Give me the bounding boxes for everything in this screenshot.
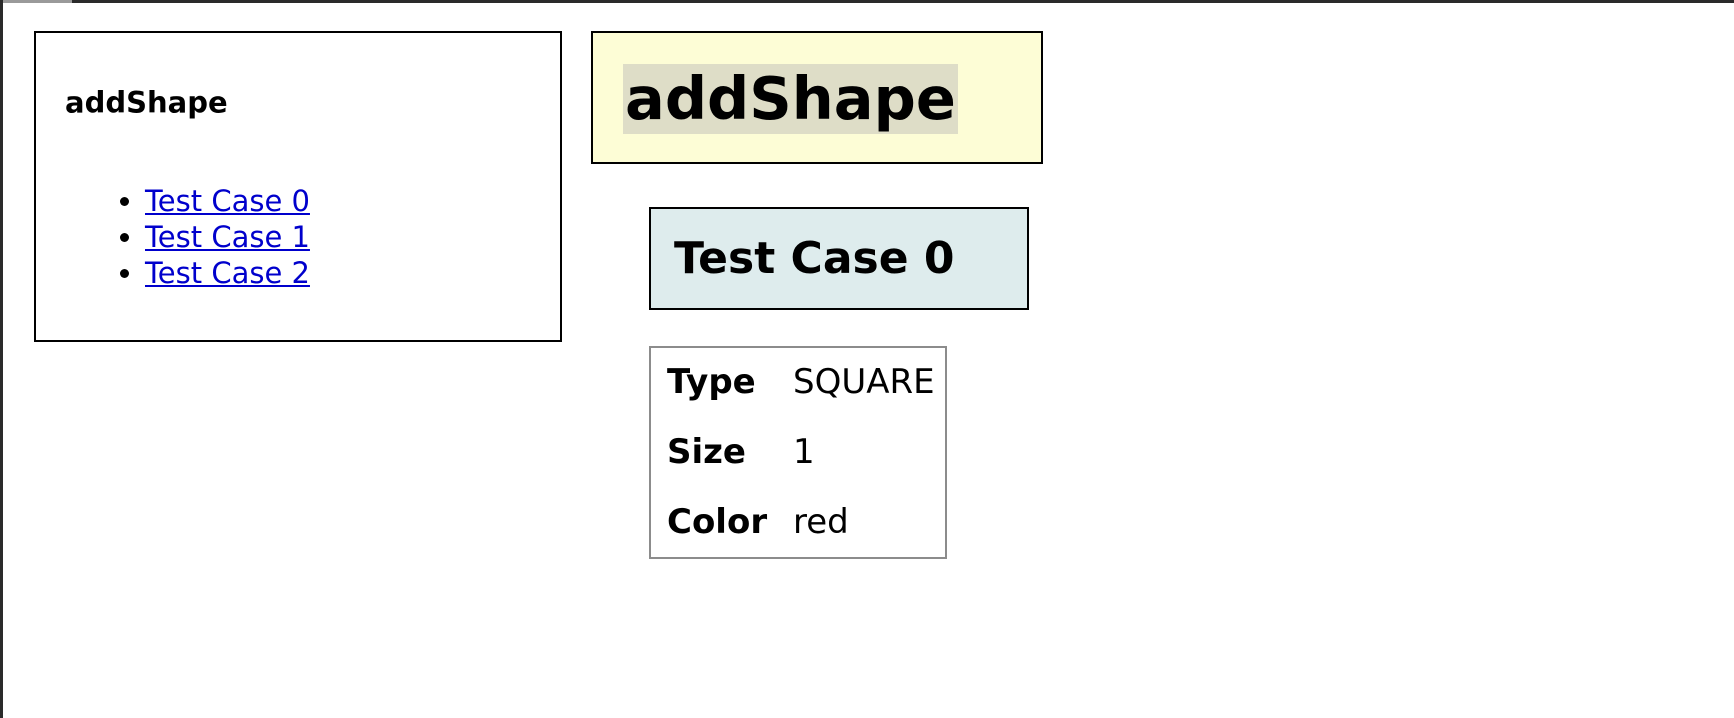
property-key: Color xyxy=(667,502,768,542)
property-key: Type xyxy=(667,362,756,402)
properties-table: Type SQUARE Size 1 Color red xyxy=(649,346,947,559)
test-case-title: Test Case 0 xyxy=(674,232,955,284)
table-row: Color red xyxy=(651,502,945,542)
list-item: Test Case 1 xyxy=(145,219,310,255)
window-left-border xyxy=(0,0,3,718)
page-header: addShape xyxy=(591,31,1043,164)
window-top-border xyxy=(0,0,1734,3)
test-case-nav-panel: addShape Test Case 0 Test Case 1 Test Ca… xyxy=(34,31,562,342)
test-case-heading-box: Test Case 0 xyxy=(649,207,1029,310)
list-item: Test Case 0 xyxy=(145,183,310,219)
property-key: Size xyxy=(667,432,746,472)
table-row: Size 1 xyxy=(651,432,945,472)
table-row: Type SQUARE xyxy=(651,362,945,402)
property-value: SQUARE xyxy=(793,362,935,402)
test-case-list: Test Case 0 Test Case 1 Test Case 2 xyxy=(36,183,310,291)
page-title: addShape xyxy=(623,64,958,134)
property-value: 1 xyxy=(793,432,815,472)
list-item: Test Case 2 xyxy=(145,255,310,291)
property-value: red xyxy=(793,502,849,542)
test-case-2-link[interactable]: Test Case 2 xyxy=(145,256,310,290)
nav-title: addShape xyxy=(65,85,228,120)
window-top-accent xyxy=(0,0,72,3)
test-case-1-link[interactable]: Test Case 1 xyxy=(145,220,310,254)
test-case-0-link[interactable]: Test Case 0 xyxy=(145,184,310,218)
